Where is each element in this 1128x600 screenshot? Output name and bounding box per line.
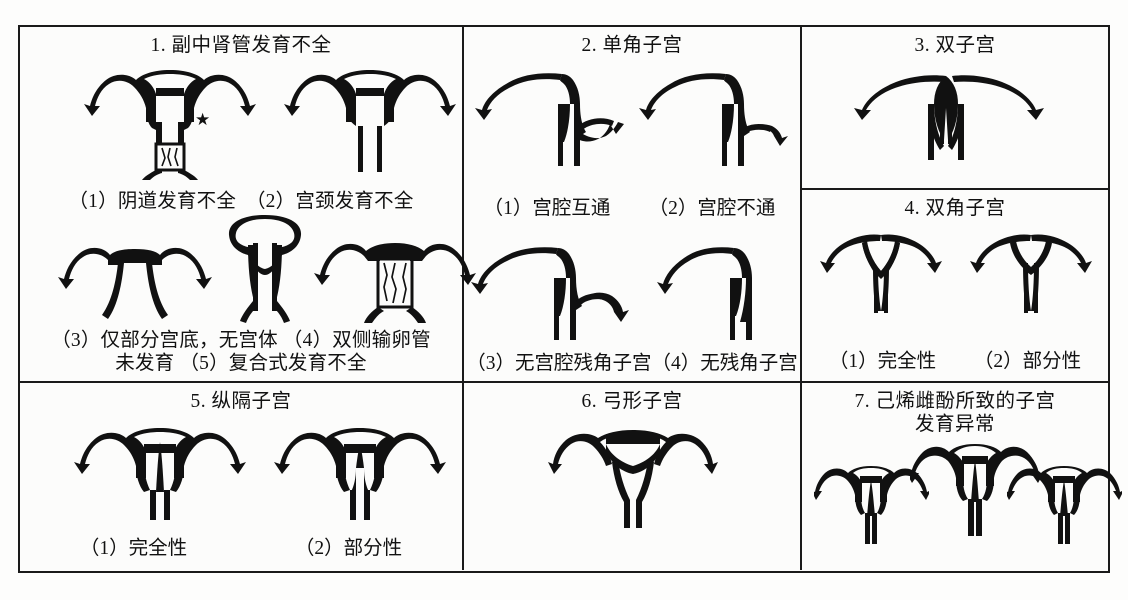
panel-4-title: 4. 双角子宫 — [904, 198, 1006, 219]
panel-4-caption-1: （1）完全性 — [828, 351, 937, 372]
panel-7-title: 7. 己烯雌酚所致的子宫 发育异常 — [854, 391, 1056, 435]
uterus-diagram-arcuate — [548, 429, 718, 528]
panel-2-artwork-upper — [464, 58, 800, 191]
panel-6-title: 6. 弓形子宫 — [581, 391, 683, 412]
panel-7: 7. 己烯雌酚所致的子宫 发育异常 — [802, 383, 1122, 570]
uterus-diagram-bicornuate-complete — [820, 234, 942, 313]
panel-1-star-marker: ★ — [195, 109, 211, 129]
uterus-diagram-septate-partial — [274, 427, 446, 520]
panel-3-title: 3. 双子宫 — [914, 35, 996, 56]
panel-1-caption-lower-line2: 未发育 （5）复合式发育不全 — [115, 353, 367, 374]
panel-1-title: 1. 副中肾管发育不全 — [150, 35, 332, 56]
uterus-diagram-vaginal-agenesis — [84, 69, 256, 180]
panel-5-artwork — [20, 414, 462, 531]
panel-2: 2. 单角子宫 — [464, 27, 802, 381]
panel-2-artwork-lower — [464, 228, 800, 346]
panel-1-artwork-upper: ★ — [20, 58, 462, 188]
panel-2-title: 2. 单角子宫 — [581, 35, 683, 56]
panel-3: 3. 双子宫 — [802, 27, 1108, 190]
panel-5-caption-2: （2）部分性 — [294, 538, 403, 559]
panel-5-caption: （1）完全性 （2）部分性 — [20, 531, 462, 570]
panel-2-caption-1: （1）宫腔互通 — [483, 198, 611, 219]
panel-6-artwork — [464, 414, 800, 570]
panel-2-caption-2: （2）宫腔不通 — [648, 198, 776, 219]
panel-6: 6. 弓形子宫 — [464, 383, 802, 570]
uterus-diagram-septate-complete — [74, 427, 246, 520]
panel-5-title: 5. 纵隔子宫 — [190, 391, 292, 412]
panel-3-and-4-column: 3. 双子宫 — [802, 27, 1108, 381]
panel-5-caption-1: （1）完全性 — [79, 538, 188, 559]
uterus-diagram-bicornuate-partial — [970, 234, 1092, 313]
uterus-diagram-partial-fundus — [58, 247, 212, 319]
panel-2-caption-lower: （3）无宫腔残角子宫 （4）无残角子宫 — [464, 346, 800, 381]
panel-1-caption-lower-line1: （3）仅部分宫底，无宫体 （4）双侧输卵管 — [51, 330, 431, 351]
uterus-diagram-unicornuate-communicating — [475, 73, 624, 166]
panel-1-artwork-lower — [20, 215, 476, 329]
panel-2-caption-4: （4）无残角子宫 — [651, 353, 798, 374]
panel-2-caption-3: （3）无宫腔残角子宫 — [466, 353, 652, 374]
panel-4-caption: （1）完全性 （2）部分性 — [802, 344, 1108, 381]
uterus-diagram-des-t-shaped-right — [1007, 466, 1122, 544]
panel-4: 4. 双角子宫 — [802, 190, 1108, 381]
uterus-diagram-no-rudimentary-horn — [657, 247, 752, 340]
panel-4-caption-2: （2）部分性 — [973, 351, 1082, 372]
uterine-anomaly-figure: 1. 副中肾管发育不全 — [18, 25, 1122, 573]
panel-5: 5. 纵隔子宫 — [20, 383, 464, 570]
panel-4-artwork — [802, 221, 1108, 344]
figure-row-bottom: 5. 纵隔子宫 — [20, 383, 1122, 570]
uterus-diagram-no-tubes — [228, 215, 302, 323]
panel-1-caption-upper: （1）阴道发育不全 （2）宫颈发育不全 — [68, 191, 414, 212]
uterus-diagram-combined-hypoplasia — [314, 243, 476, 323]
uterus-diagram-didelphys — [854, 75, 1044, 160]
uterus-diagram-des-t-shaped-center — [910, 444, 1040, 536]
uterus-diagram-unicornuate-noncommunicating — [639, 73, 788, 166]
figure-row-top: 1. 副中肾管发育不全 — [20, 27, 1108, 383]
panel-7-artwork — [802, 436, 1122, 570]
panel-2-caption-upper: （1）宫腔互通 （2）宫腔不通 — [464, 191, 800, 228]
uterus-diagram-cervical-agenesis — [284, 69, 456, 172]
uterus-diagram-rudimentary-horn-no-cavity — [471, 247, 629, 340]
panel-1: 1. 副中肾管发育不全 — [20, 27, 476, 381]
